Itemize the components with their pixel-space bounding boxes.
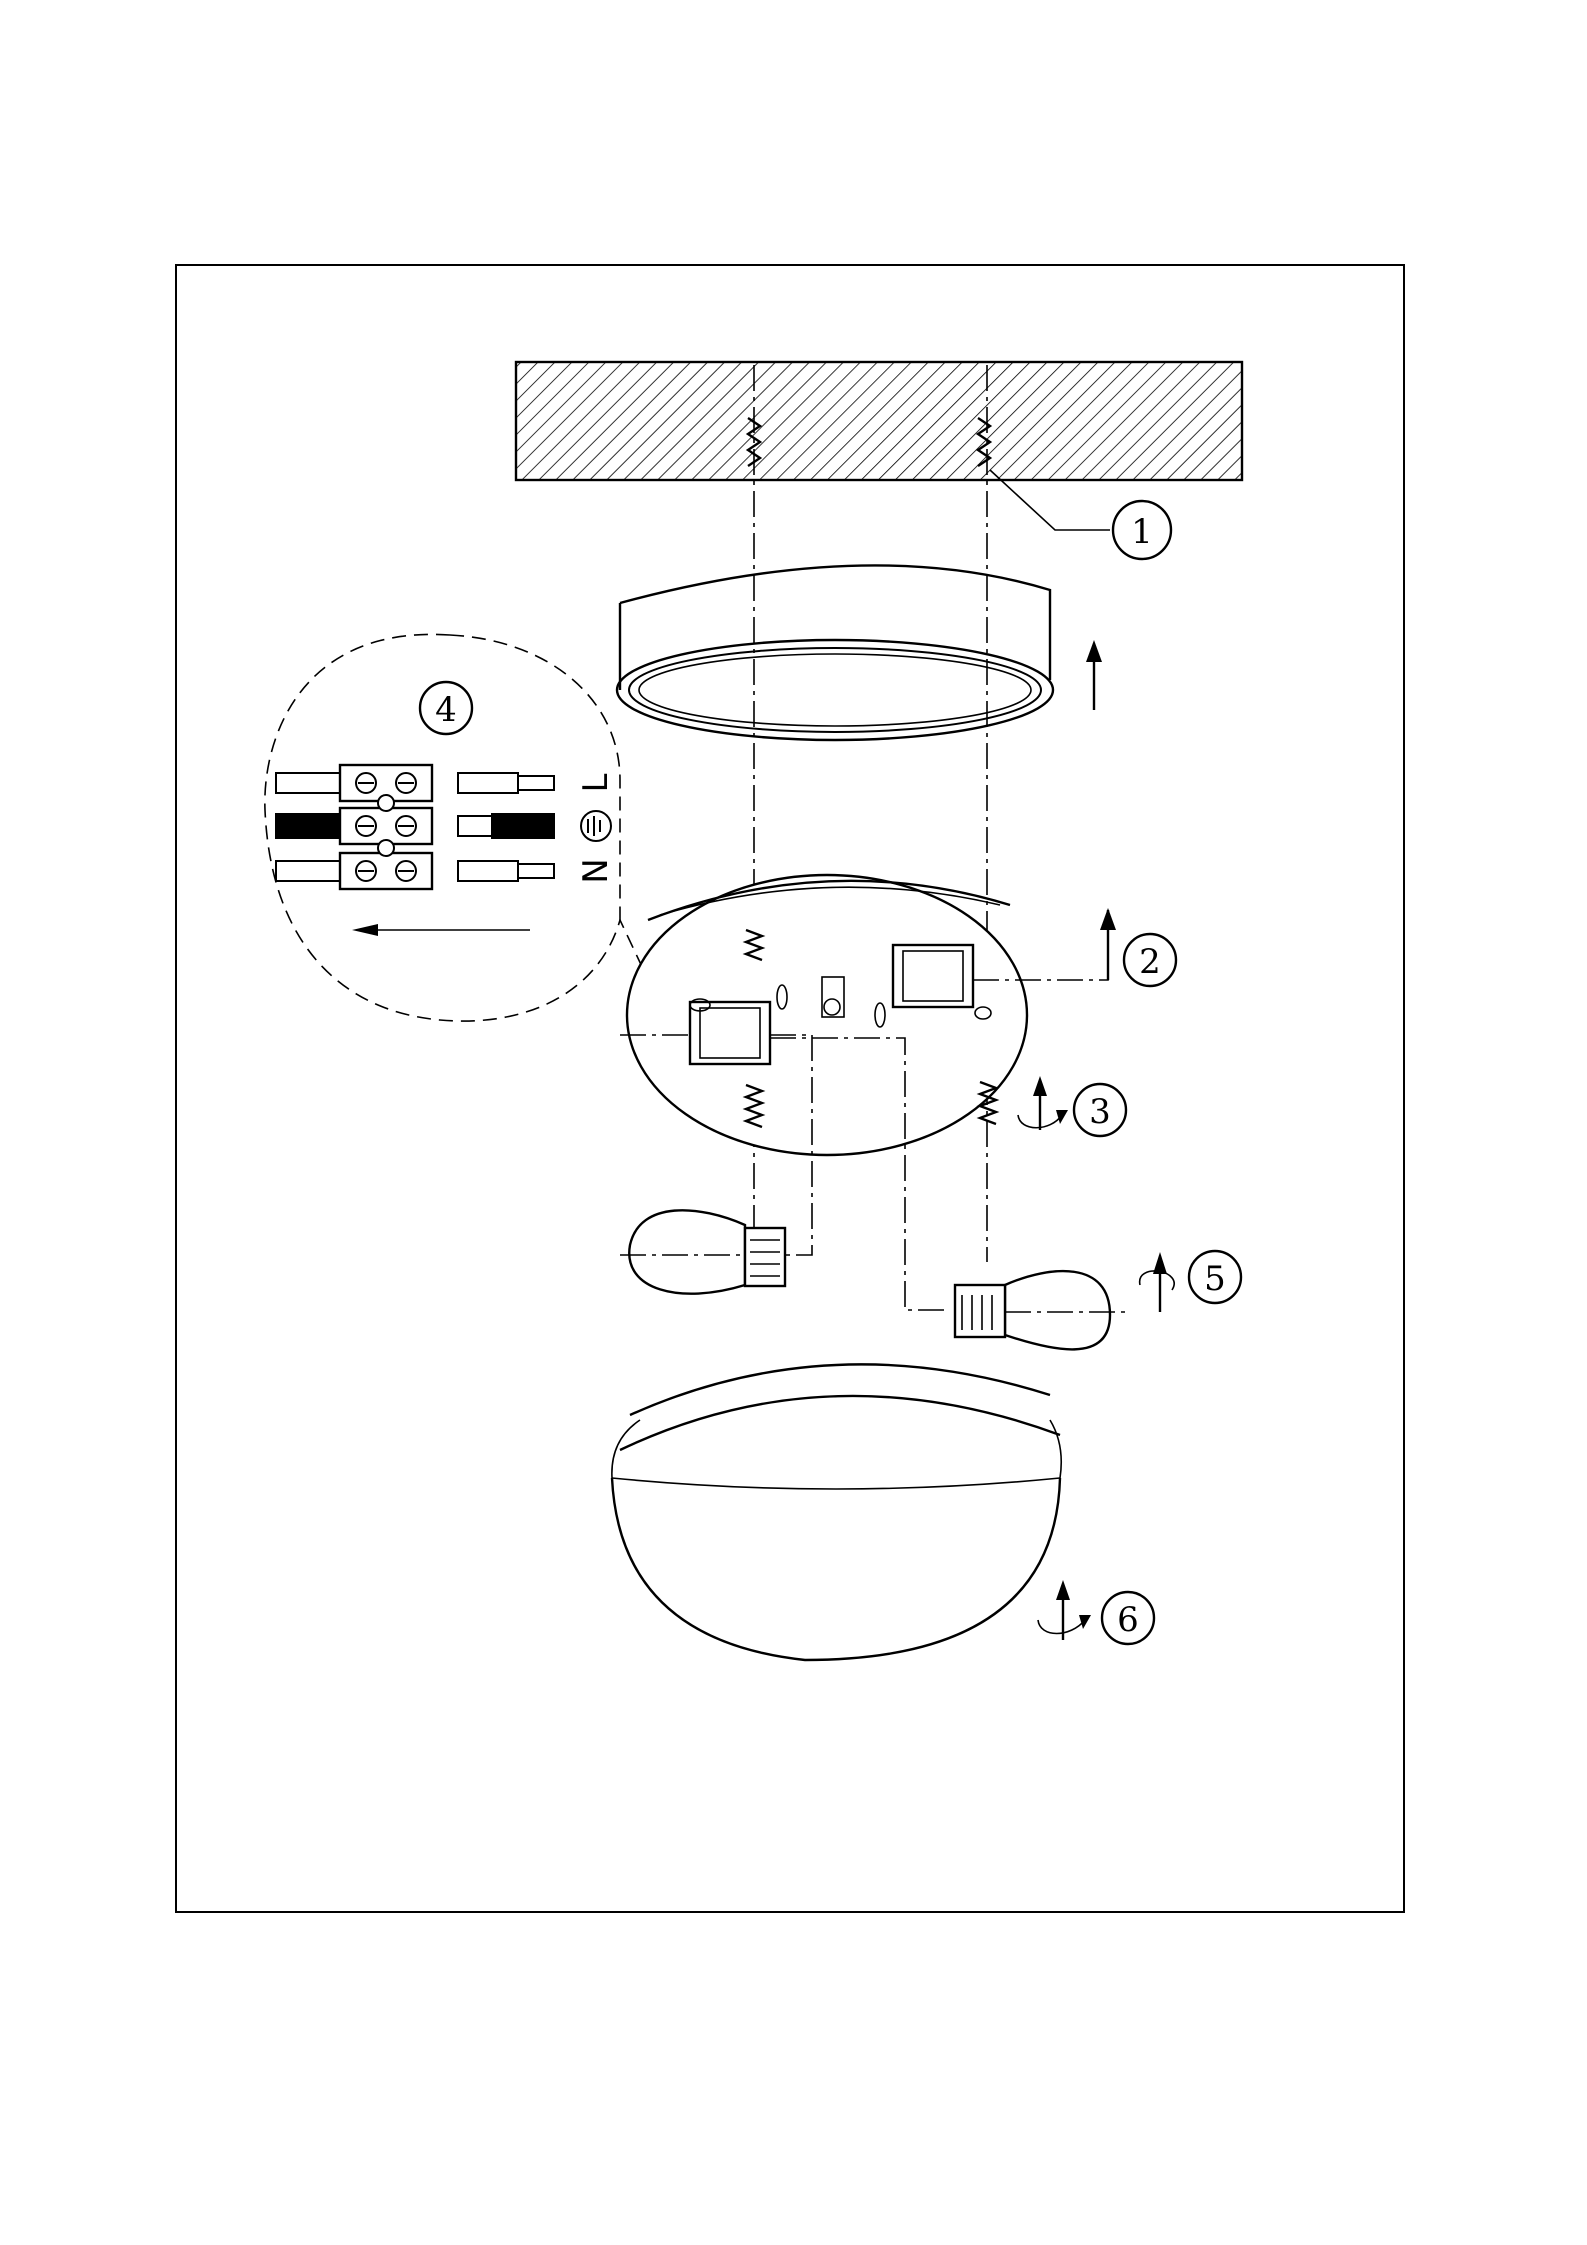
light-bulb-left-icon — [620, 1210, 785, 1293]
step-2-label: 2 — [1139, 942, 1161, 982]
step-4-label: 4 — [435, 690, 457, 730]
step-3-label: 3 — [1089, 1092, 1111, 1132]
step-4-marker: 4 — [420, 682, 472, 734]
dome-shade — [612, 1364, 1061, 1660]
step-1-marker: 1 — [1113, 501, 1171, 559]
step-5-marker: 5 — [1189, 1251, 1241, 1303]
live-label: L — [576, 773, 616, 792]
rotate-step-3-icon — [1018, 1076, 1068, 1130]
step-1-label: 1 — [1131, 512, 1153, 552]
step-3-marker: 3 — [1074, 1084, 1126, 1136]
left-arrow-icon — [352, 924, 530, 936]
step-6-label: 6 — [1117, 1600, 1139, 1640]
neutral-label: N — [576, 858, 616, 883]
rotate-step-6-icon — [1038, 1580, 1091, 1640]
light-bulb-right-icon — [955, 1271, 1125, 1349]
step-5-label: 5 — [1204, 1259, 1226, 1299]
step-2-marker: 2 — [1124, 934, 1176, 986]
rotate-step-5-icon — [1140, 1252, 1175, 1312]
ceiling-block — [516, 362, 1242, 480]
step-6-marker: 6 — [1102, 1592, 1154, 1644]
up-arrow-step-2-icon — [1100, 908, 1116, 980]
terminal-block — [276, 765, 554, 889]
earth-ground-icon — [581, 811, 611, 841]
base-plate — [627, 875, 1027, 1155]
up-arrow-ring-icon — [1086, 640, 1102, 710]
